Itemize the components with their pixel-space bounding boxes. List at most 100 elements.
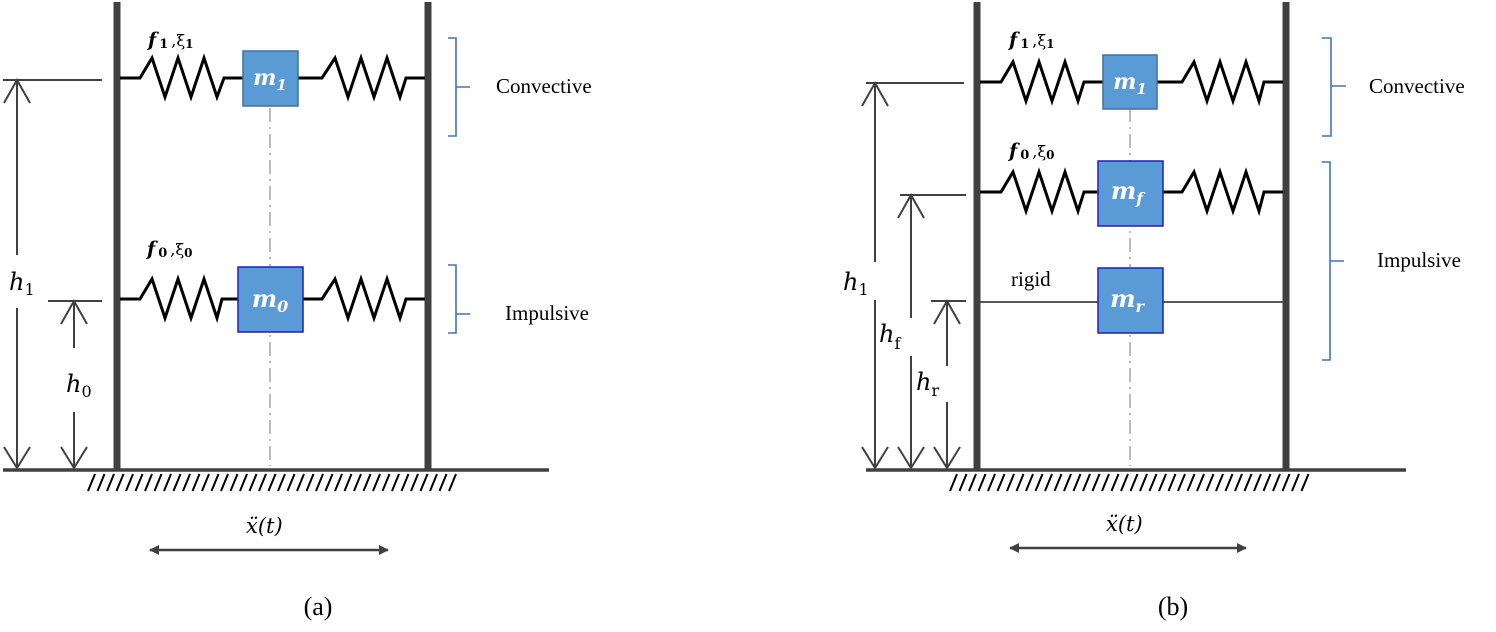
dimension-h1: h1 — [3, 77, 102, 470]
hatch-mark — [1025, 473, 1034, 492]
hatch-mark — [1300, 473, 1310, 492]
hatch-mark — [438, 473, 448, 492]
hatch-mark — [429, 473, 438, 492]
dimension-label-h1: h1 — [843, 268, 869, 299]
hatch-mark — [410, 473, 419, 492]
hatch-mark — [353, 473, 362, 492]
hatch-mark — [172, 473, 182, 492]
hatch-mark — [125, 473, 134, 492]
hatch-mark — [977, 473, 987, 492]
ground-excitation: ẍ(t) — [1009, 512, 1247, 553]
hatch-mark — [1186, 473, 1196, 492]
hatch-mark — [96, 473, 106, 492]
dimension-hr: hr — [916, 298, 966, 470]
hatch-mark — [267, 473, 277, 492]
hatch-mark — [324, 473, 334, 492]
dimension-hf: hf — [879, 192, 966, 470]
hatch-mark — [1253, 473, 1262, 492]
dimension-label-hf: hf — [879, 320, 901, 353]
hatch-mark — [1158, 473, 1167, 492]
hatch-mark — [277, 473, 286, 492]
caption-a: (a) — [304, 592, 333, 621]
hatch-mark — [163, 473, 172, 492]
hatch-mark — [1243, 473, 1253, 492]
hatch-mark — [448, 473, 457, 492]
hatch-mark — [1148, 473, 1158, 492]
hatch-mark — [1196, 473, 1205, 492]
dimension-h0: h0 — [48, 298, 102, 470]
brace-convective: Convective — [448, 37, 592, 137]
hatch-mark — [286, 473, 296, 492]
right-spring — [298, 53, 425, 102]
hatch-mark — [334, 473, 343, 492]
hatch-mark — [1205, 473, 1215, 492]
left-spring — [120, 274, 238, 324]
hatch-mark — [949, 473, 958, 492]
left-spring — [120, 53, 243, 102]
mass-box-mf — [1097, 160, 1164, 227]
hatch-mark — [1129, 473, 1139, 492]
hatch-mark — [115, 473, 125, 492]
hatch-mark — [134, 473, 144, 492]
mass-box-m1 — [242, 50, 299, 107]
mass-label-m0: m0 — [252, 284, 289, 316]
mass-box-mr — [1097, 267, 1164, 334]
hatch-mark — [1262, 473, 1272, 492]
hatch-mark — [1120, 473, 1129, 492]
dimension-label-hr: hr — [916, 368, 939, 400]
hatch-mark — [391, 473, 400, 492]
hatch-mark — [1101, 473, 1110, 492]
hatch-mark — [182, 473, 191, 492]
brace-impulsive: Impulsive — [1322, 161, 1461, 361]
mass-label-m1: m1 — [253, 65, 287, 94]
dimension-label-h1: h1 — [9, 268, 35, 299]
hatch-mark — [1006, 473, 1015, 492]
hatch-mark — [987, 473, 996, 492]
hatch-mark — [305, 473, 315, 492]
hatch-mark — [1110, 473, 1120, 492]
mass-label-m1: m1 — [1113, 69, 1147, 98]
mass-label-mr: mr — [1110, 284, 1145, 316]
hatch-mark — [1224, 473, 1234, 492]
hatch-mark — [1215, 473, 1224, 492]
mass-box-m0 — [237, 266, 304, 333]
hatch-mark — [1044, 473, 1053, 492]
hatch-mark — [400, 473, 410, 492]
hatch-mark — [958, 473, 968, 492]
caption-b: (b) — [1158, 592, 1188, 621]
mass-label-mf: mf — [1111, 176, 1146, 208]
hatch-mark — [1234, 473, 1243, 492]
hatch-mark — [996, 473, 1006, 492]
hatch-mark — [968, 473, 977, 492]
hatch-mark — [106, 473, 115, 492]
left-spring — [980, 167, 1098, 216]
brace-convective: Convective — [1322, 37, 1465, 137]
hatch-mark — [1082, 473, 1091, 492]
hatch-mark — [296, 473, 305, 492]
hatch-mark — [1139, 473, 1148, 492]
ground-hatch — [87, 473, 457, 492]
hatch-mark — [201, 473, 210, 492]
hatch-mark — [229, 473, 239, 492]
hatch-mark — [1072, 473, 1082, 492]
hatch-mark — [220, 473, 229, 492]
brace-impulsive: Impulsive — [448, 264, 589, 334]
hatch-mark — [1015, 473, 1025, 492]
rigid-label: rigid — [1011, 267, 1051, 291]
hatch-mark — [1063, 473, 1072, 492]
region-label-impulsive: Impulsive — [1377, 248, 1461, 272]
region-label-impulsive: Impulsive — [505, 301, 589, 325]
dimension-label-h0: h0 — [66, 370, 92, 401]
region-label-convective: Convective — [1369, 74, 1465, 98]
hatch-mark — [381, 473, 391, 492]
hatch-mark — [210, 473, 220, 492]
